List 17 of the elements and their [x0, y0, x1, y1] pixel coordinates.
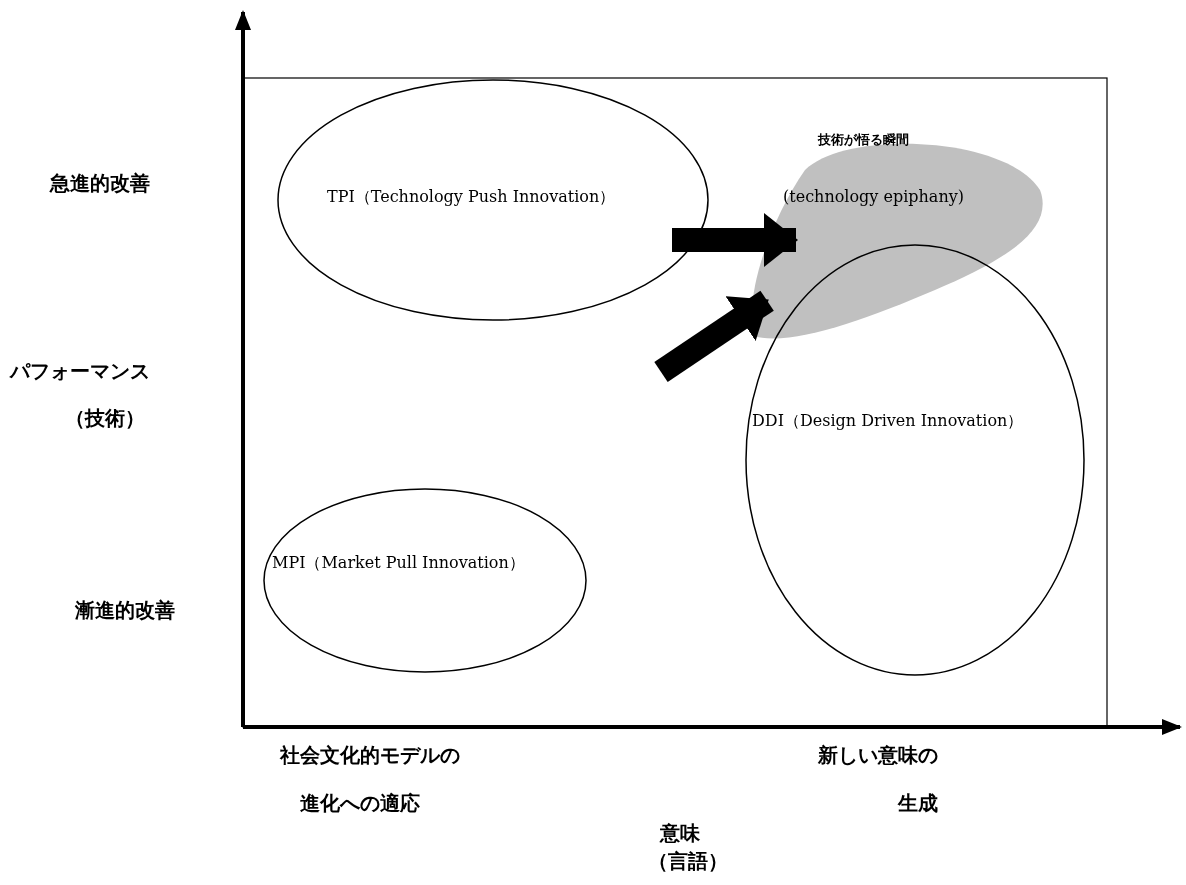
axis-label: 進化への適応	[300, 790, 420, 817]
block-arrow	[654, 290, 774, 382]
axis-label: パフォーマンス	[10, 358, 150, 385]
axis-label: 生成	[898, 790, 938, 817]
axis-label: （技術）	[65, 405, 145, 432]
axis-label: 漸進的改善	[75, 597, 175, 624]
axis-label: 新しい意味の	[818, 742, 938, 769]
region-label: 技術が悟る瞬間	[818, 131, 909, 149]
region-label: TPI（Technology Push Innovation）	[327, 187, 616, 208]
region-label: DDI（Design Driven Innovation）	[752, 411, 1024, 432]
axis-title: （言語）	[648, 848, 728, 875]
region-label: MPI（Market Pull Innovation）	[272, 553, 525, 574]
axis-label: 急進的改善	[50, 170, 150, 197]
axis-title: 意味	[660, 820, 700, 847]
axis-label: 社会文化的モデルの	[280, 742, 460, 769]
region-subtitle: (technology epiphany)	[783, 187, 964, 206]
block-arrow	[672, 213, 798, 267]
